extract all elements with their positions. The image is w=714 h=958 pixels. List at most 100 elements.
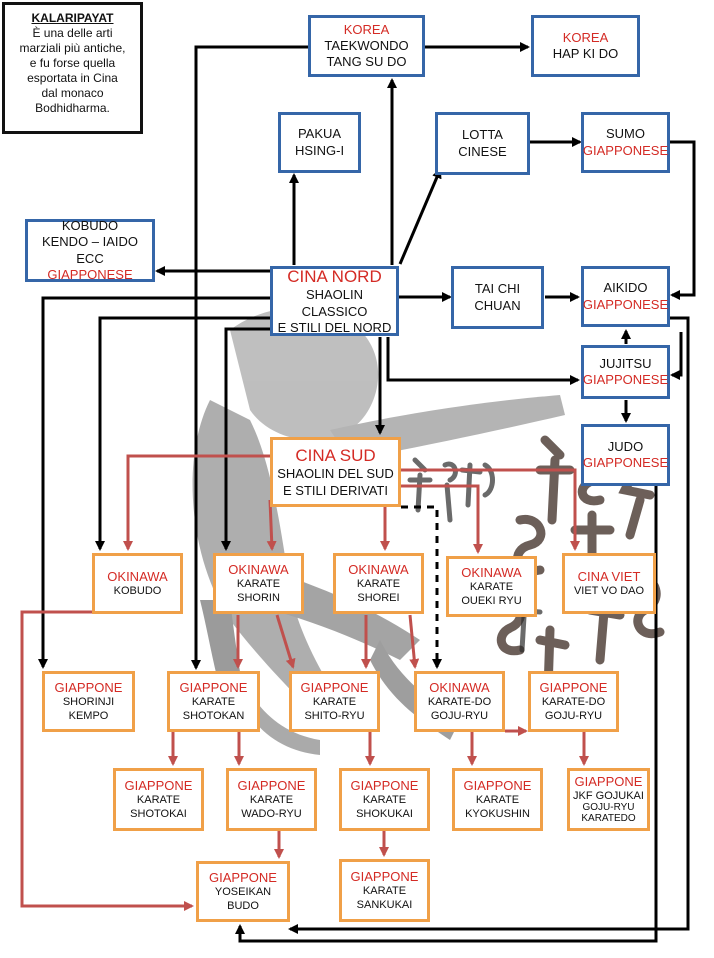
node-region: GIAPPONE <box>124 777 193 793</box>
node-giappone-shotokai: GIAPPONE KARATE SHOTOKAI <box>113 768 204 831</box>
node-region: OKINAWA <box>461 564 522 580</box>
node-style: SHITO-RYU <box>304 709 365 722</box>
node-region: CINA NORD <box>287 267 382 286</box>
node-region: OKINAWA <box>348 561 409 577</box>
black-connector-arrow <box>386 337 580 385</box>
node-judo: JUDO GIAPPONESE <box>581 424 670 486</box>
node-region: OKINAWA <box>429 679 490 695</box>
node-style: KARATE <box>312 695 357 708</box>
node-style: KEMPO <box>68 709 109 722</box>
node-style: KOBUDO <box>113 584 162 597</box>
node-style: KARATE <box>236 577 281 590</box>
node-giappone-sankukai: GIAPPONE KARATE SANKUKAI <box>339 859 430 922</box>
black-connector-arrow <box>191 45 310 670</box>
node-style: SUMO <box>606 126 645 142</box>
node-sumo: SUMO GIAPPONESE <box>581 112 670 173</box>
node-style: E STILI DERIVATI <box>283 482 388 498</box>
node-lotta-cinese: LOTTA CINESE <box>435 112 530 175</box>
node-giappone-kyokushin: GIAPPONE KARATE KYOKUSHIN <box>452 768 543 831</box>
red-connector-arrow <box>401 468 580 551</box>
node-style: JKF GOJUKAI <box>573 789 644 802</box>
node-style: SHORIN <box>237 591 280 604</box>
note-line: e fu forse quella <box>29 56 116 70</box>
node-region: GIAPPONE <box>574 774 643 790</box>
node-style: KARATE-DO <box>427 695 492 708</box>
node-region: GIAPPONESE <box>47 266 133 282</box>
node-style: VIET VO DAO <box>573 584 645 597</box>
node-style: JUJITSU <box>599 355 652 371</box>
node-style: GOJU-RYU <box>582 801 635 813</box>
note-line: dal monaco <box>41 86 104 100</box>
node-pakua: PAKUA HSING-I <box>278 112 361 173</box>
black-connector-arrow <box>221 327 270 551</box>
red-connector-arrow <box>401 484 483 554</box>
black-connector-arrow <box>669 140 696 300</box>
node-region: CINA SUD <box>295 446 376 466</box>
node-style: HAP KI DO <box>552 46 619 61</box>
node-tai-chi-chuan: TAI CHI CHUAN <box>451 266 544 329</box>
red-connector-arrow <box>123 454 270 551</box>
node-style: GOJU-RYU <box>544 709 603 722</box>
node-giappone-shotokan: GIAPPONE KARATE SHOTOKAN <box>167 671 260 732</box>
black-connector-arrow <box>235 486 658 943</box>
node-giappone-yoseikan: GIAPPONE YOSEIKAN BUDO <box>196 861 290 922</box>
note-title: KALARIPAYAT <box>31 11 114 25</box>
node-aikido: AIKIDO GIAPPONESE <box>581 266 670 327</box>
kalaripayat-note: KALARIPAYAT È una delle arti marziali pi… <box>2 2 143 134</box>
node-style: SHOREI <box>357 591 400 604</box>
node-style: SHOKUKAI <box>356 807 413 820</box>
node-okinawa-goju: OKINAWA KARATE-DO GOJU-RYU <box>414 671 505 732</box>
node-region: KOREA <box>343 21 390 37</box>
node-region: GIAPPONE <box>209 869 277 885</box>
node-okinawa-kobudo: OKINAWA KOBUDO <box>92 553 183 614</box>
node-giappone-shorinji: GIAPPONE SHORINJI KEMPO <box>42 671 135 732</box>
note-line: Bodhidharma. <box>35 101 110 115</box>
node-style: E STILI DEL NORD <box>277 319 392 335</box>
node-cina-viet: CINA VIET VIET VO DAO <box>562 553 656 614</box>
node-style: WADO-RYU <box>241 807 302 820</box>
node-style: SHAOLIN DEL SUD <box>277 466 394 482</box>
node-style: KARATE-DO <box>541 695 606 708</box>
node-region: GIAPPONESE <box>582 455 669 470</box>
node-style: TAI CHI <box>474 281 521 297</box>
node-region: CINA VIET <box>577 568 641 584</box>
black-connector-arrow <box>398 168 442 265</box>
node-style: KARATE <box>249 793 294 806</box>
node-style: KARATE <box>362 884 407 897</box>
node-jujitsu: JUJITSU GIAPPONESE <box>581 345 670 399</box>
node-giappone-gojukai: GIAPPONE JKF GOJUKAI GOJU-RYU KARATEDO <box>567 768 650 831</box>
red-connector-arrow <box>20 610 194 911</box>
note-line: marziali più antiche, <box>19 41 126 55</box>
node-style: TAEKWONDO <box>324 37 409 53</box>
node-cina-sud: CINA SUD SHAOLIN DEL SUD E STILI DERIVAT… <box>270 437 401 507</box>
black-connector-arrow <box>288 316 690 934</box>
node-style: KARATE <box>136 793 181 806</box>
node-region: GIAPPONE <box>179 679 248 695</box>
node-korea-taekwondo: KOREA TAEKWONDO TANG SU DO <box>308 15 425 77</box>
node-style: KARATE <box>356 577 401 590</box>
node-style: SHAOLIN CLASSICO <box>301 287 368 319</box>
black-connector-arrow <box>670 332 683 380</box>
node-region: OKINAWA <box>107 568 168 584</box>
node-region: GIAPPONESE <box>582 142 669 158</box>
note-line: È una delle arti <box>32 26 113 40</box>
node-style: GOJU-RYU <box>430 709 489 722</box>
node-region: GIAPPONE <box>463 777 532 793</box>
node-style: AIKIDO <box>603 280 648 296</box>
node-style: KARATEDO <box>581 812 636 824</box>
node-style: LOTTA CINESE <box>458 127 507 159</box>
node-style: SANKUKAI <box>356 898 413 911</box>
node-style: HSING-I <box>294 142 345 158</box>
node-giappone-wado: GIAPPONE KARATE WADO-RYU <box>226 768 317 831</box>
node-region: GIAPPONESE <box>582 296 669 312</box>
note-line: esportata in Cina <box>27 71 118 85</box>
node-style: KARATE <box>469 580 514 593</box>
red-connector-arrow <box>408 614 420 669</box>
node-okinawa-oueki: OKINAWA KARATE OUEKI RYU <box>446 556 537 617</box>
node-giappone-shokukai: GIAPPONE KARATE SHOKUKAI <box>339 768 430 831</box>
node-cina-nord: CINA NORD SHAOLIN CLASSICO E STILI DEL N… <box>270 266 399 336</box>
node-giappone-goju: GIAPPONE KARATE-DO GOJU-RYU <box>528 671 619 732</box>
black-connector-arrow <box>95 316 270 551</box>
